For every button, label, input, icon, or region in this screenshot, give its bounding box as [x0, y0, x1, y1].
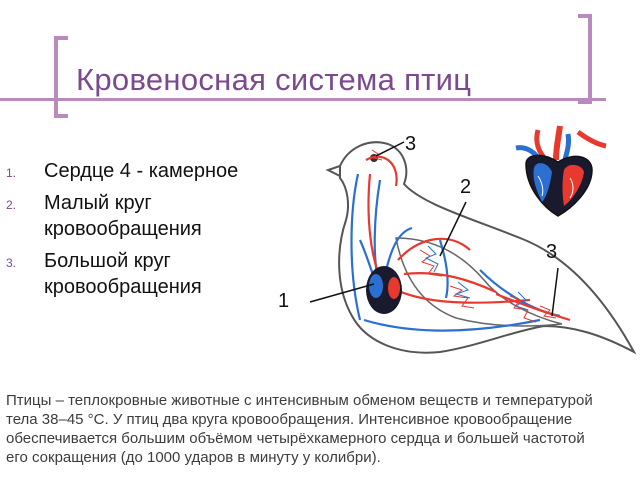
- list-item: 3. Большой круг кровообращения: [6, 248, 306, 300]
- heart-cross-section: [515, 125, 607, 217]
- callout-line-3-tail: [551, 267, 559, 317]
- capillary-network: [371, 149, 557, 323]
- list-item: 1. Сердце 4 - камерное: [6, 158, 306, 184]
- title-underline: [0, 98, 606, 101]
- page-title: Кровеносная система птиц: [76, 62, 472, 97]
- bird-heart: [366, 266, 402, 314]
- beak: [325, 164, 341, 178]
- list-number: 2.: [6, 198, 17, 212]
- bird-body-outline: [338, 141, 637, 355]
- wing-outline: [395, 237, 563, 327]
- list-item-text: Большой круг кровообращения: [44, 250, 202, 298]
- bird-circulation-illustration: [309, 141, 637, 355]
- title-bracket-left: [54, 36, 68, 118]
- list-number: 3.: [6, 256, 17, 270]
- list-item-text: Малый круг кровообращения: [44, 192, 202, 240]
- callout-label-3-tail: 3: [546, 241, 558, 263]
- list-item: 2. Малый круг кровообращения: [6, 190, 306, 242]
- key-points-list: 1. Сердце 4 - камерное 2. Малый круг кро…: [6, 158, 306, 306]
- callout-line-3-top: [375, 141, 405, 157]
- description-paragraph: Птицы – теплокровные животные с интенсив…: [6, 392, 593, 466]
- callout-label-3-top: 3: [405, 133, 417, 155]
- title-bracket-right: [578, 14, 592, 104]
- list-item-text: Сердце 4 - камерное: [44, 160, 239, 182]
- callout-label-2: 2: [460, 176, 472, 198]
- callout-label-1: 1: [278, 290, 290, 312]
- callout-line-2: [439, 201, 467, 257]
- callout-line-1: [309, 283, 375, 303]
- list-number: 1.: [6, 166, 17, 180]
